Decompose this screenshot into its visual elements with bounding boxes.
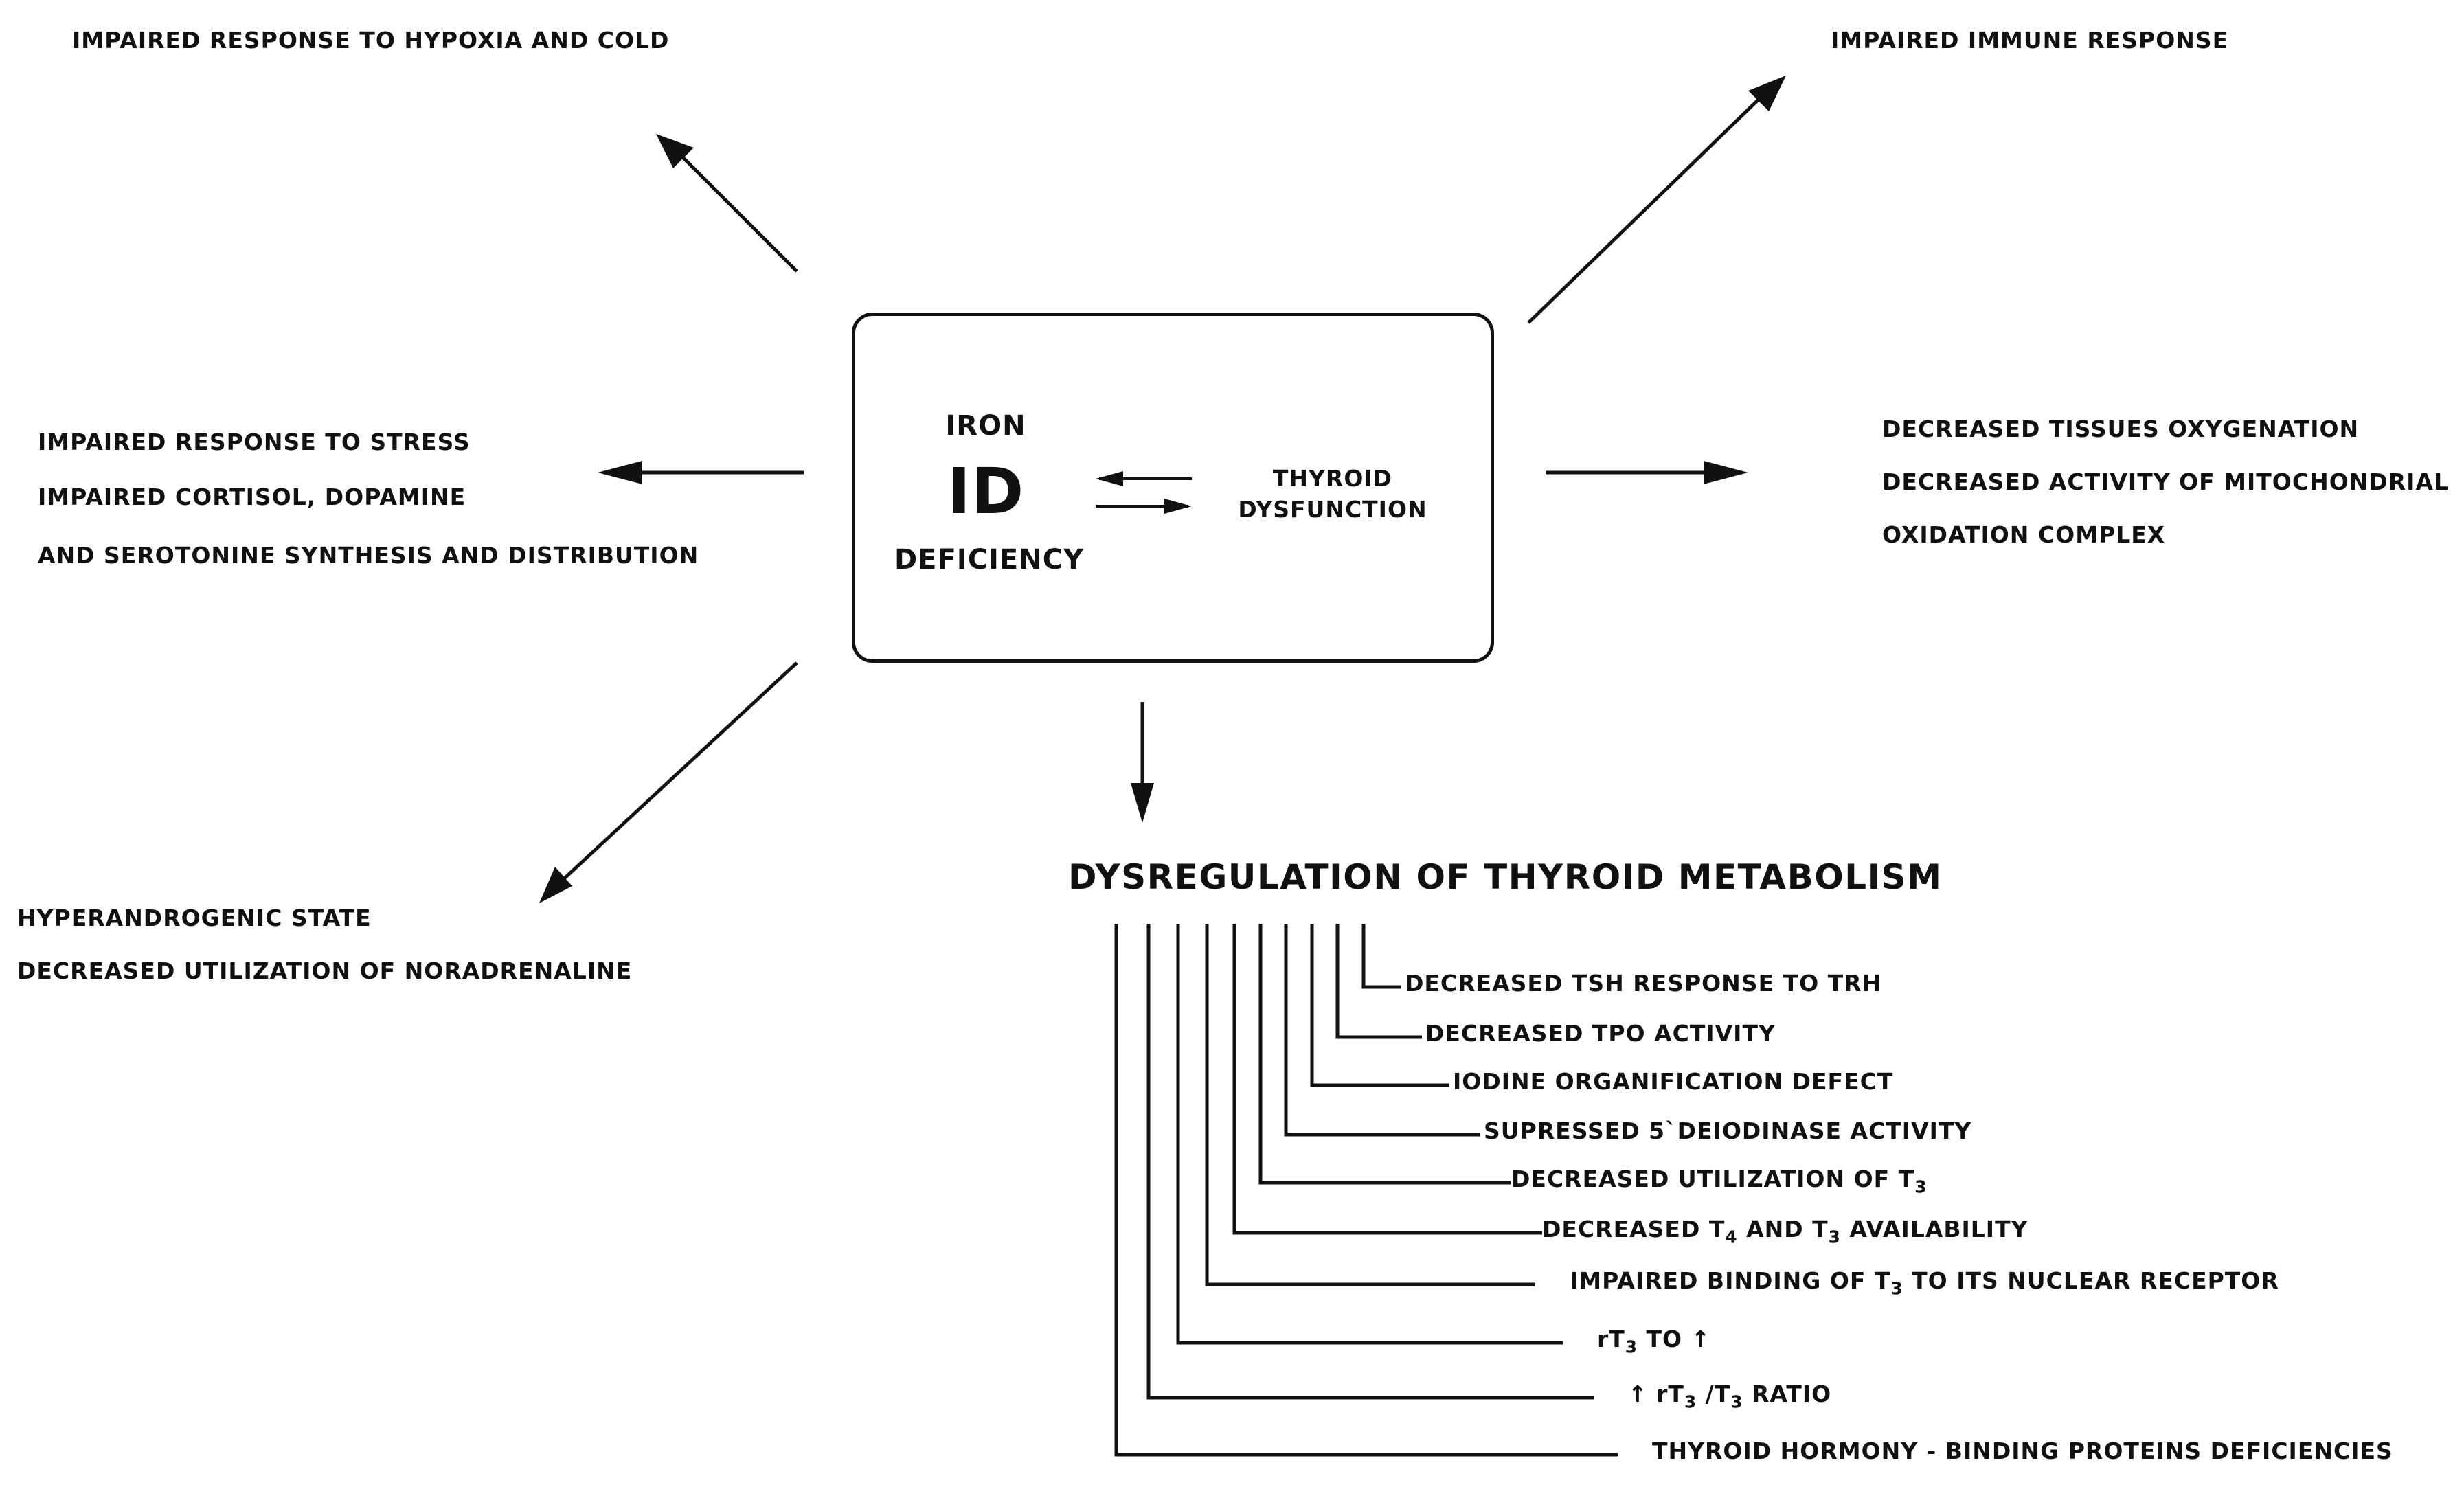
tree-branch [1232,924,1542,1235]
tree-branch [1176,924,1563,1345]
effect-stress-line1: IMPAIRED RESPONSE TO STRESS [38,429,471,455]
dysregulation-item: THYROID HORMONY - BINDING PROTEINS DEFIC… [1652,1438,2393,1464]
arrow-to-hypoxia [675,150,798,273]
tree-branch [1146,924,1594,1400]
effect-oxygen-line1: DECREASED TISSUES OXYGENATION [1882,416,2360,442]
dysregulation-item: rT3 TO ↑ [1597,1326,1711,1357]
arrow-head-stress [598,461,642,484]
arrow-head-immune [1748,76,1786,111]
dysregulation-item: ↑ rT3 /T3 RATIO [1628,1381,1832,1412]
effect-hypoxia: IMPAIRED RESPONSE TO HYPOXIA AND COLD [72,27,670,54]
dysregulation-item: DECREASED UTILIZATION OF T3 [1511,1166,1928,1197]
iron-label: IRON [945,410,1026,442]
effect-oxygen-line2: DECREASED ACTIVITY OF MITOCHONDRIAL [1882,468,2450,495]
tree-branch [1361,924,1401,989]
dysregulation-item: DECREASED T4 AND T3 AVAILABILITY [1542,1216,2028,1247]
dysregulation-item: DECREASED TPO ACTIVITY [1425,1020,1776,1047]
tree-branch [1310,924,1449,1087]
arrow-head-hypoxia [656,134,694,168]
effect-stress-line2: IMPAIRED CORTISOL, DOPAMINE [38,484,466,510]
dysregulation-title: DYSREGULATION OF THYROID METABOLISM [1068,857,1943,897]
dysregulation-tree [1114,924,1618,1457]
arrow-head-androgen [539,867,572,903]
tree-branch [1335,924,1422,1039]
effect-immune: IMPAIRED IMMUNE RESPONSE [1831,27,2229,54]
effect-oxygen-line3: OXIDATION COMPLEX [1882,521,2166,548]
reverse-arrowhead-right [1164,499,1192,514]
tree-branch [1114,924,1618,1457]
effect-androgen-line1: HYPERANDROGENIC STATE [17,905,372,931]
tree-branch [1284,924,1480,1137]
tree-branch [1258,924,1511,1185]
thyroid-dysfunction-label: THYROID DYSFUNCTION [1238,465,1427,523]
reverse-arrowhead-left [1096,471,1123,486]
effect-androgen-line2: DECREASED UTILIZATION OF NORADRENALINE [17,957,633,984]
iron-deficiency-box [852,313,1494,663]
deficiency-label: DEFICIENCY [894,544,1085,576]
effect-stress-line3: AND SEROTONINE SYNTHESIS AND DISTRIBUTIO… [38,542,699,569]
tree-branch [1205,924,1535,1286]
arrow-head-dysregulation [1131,783,1154,823]
dysregulation-item: IODINE ORGANIFICATION DEFECT [1453,1068,1894,1095]
dysregulation-item: IMPAIRED BINDING OF T3 TO ITS NUCLEAR RE… [1570,1267,2279,1299]
dysregulation-item: DECREASED TSH RESPONSE TO TRH [1405,970,1882,997]
dysregulation-item: SUPRESSED 5`DEIODINASE ACTIVITY [1484,1117,1972,1144]
id-abbreviation: ID [947,455,1025,528]
arrow-head-oxygenation [1704,461,1748,484]
arrow-to-androgen [558,661,798,884]
arrow-to-immune [1527,95,1763,324]
